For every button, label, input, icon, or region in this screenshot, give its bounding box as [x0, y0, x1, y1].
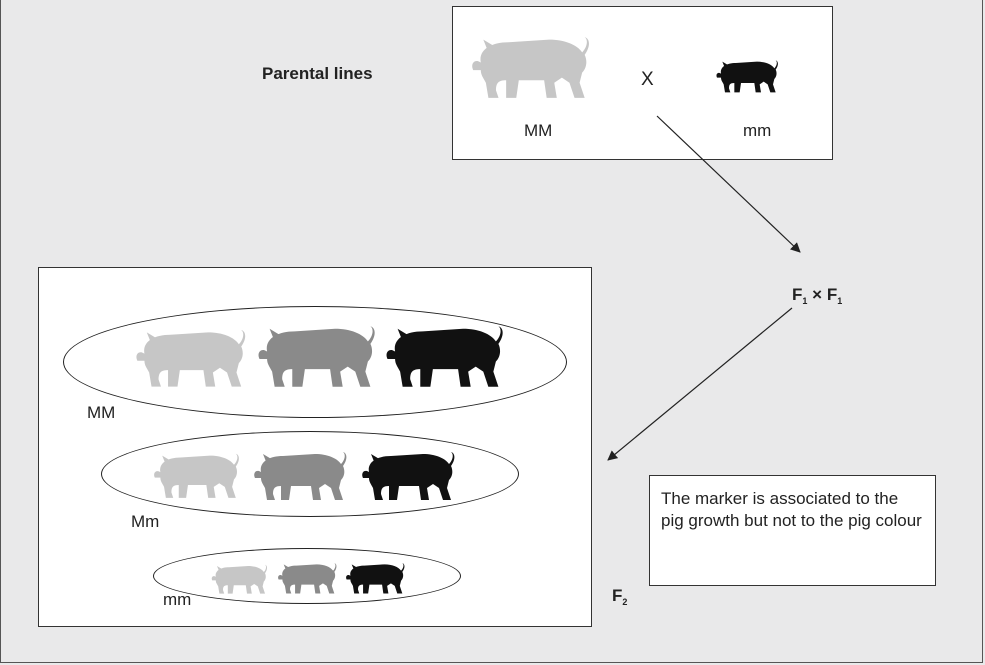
arrow-parents-to-f1	[657, 116, 800, 252]
arrow-f1-to-f2	[608, 308, 792, 460]
